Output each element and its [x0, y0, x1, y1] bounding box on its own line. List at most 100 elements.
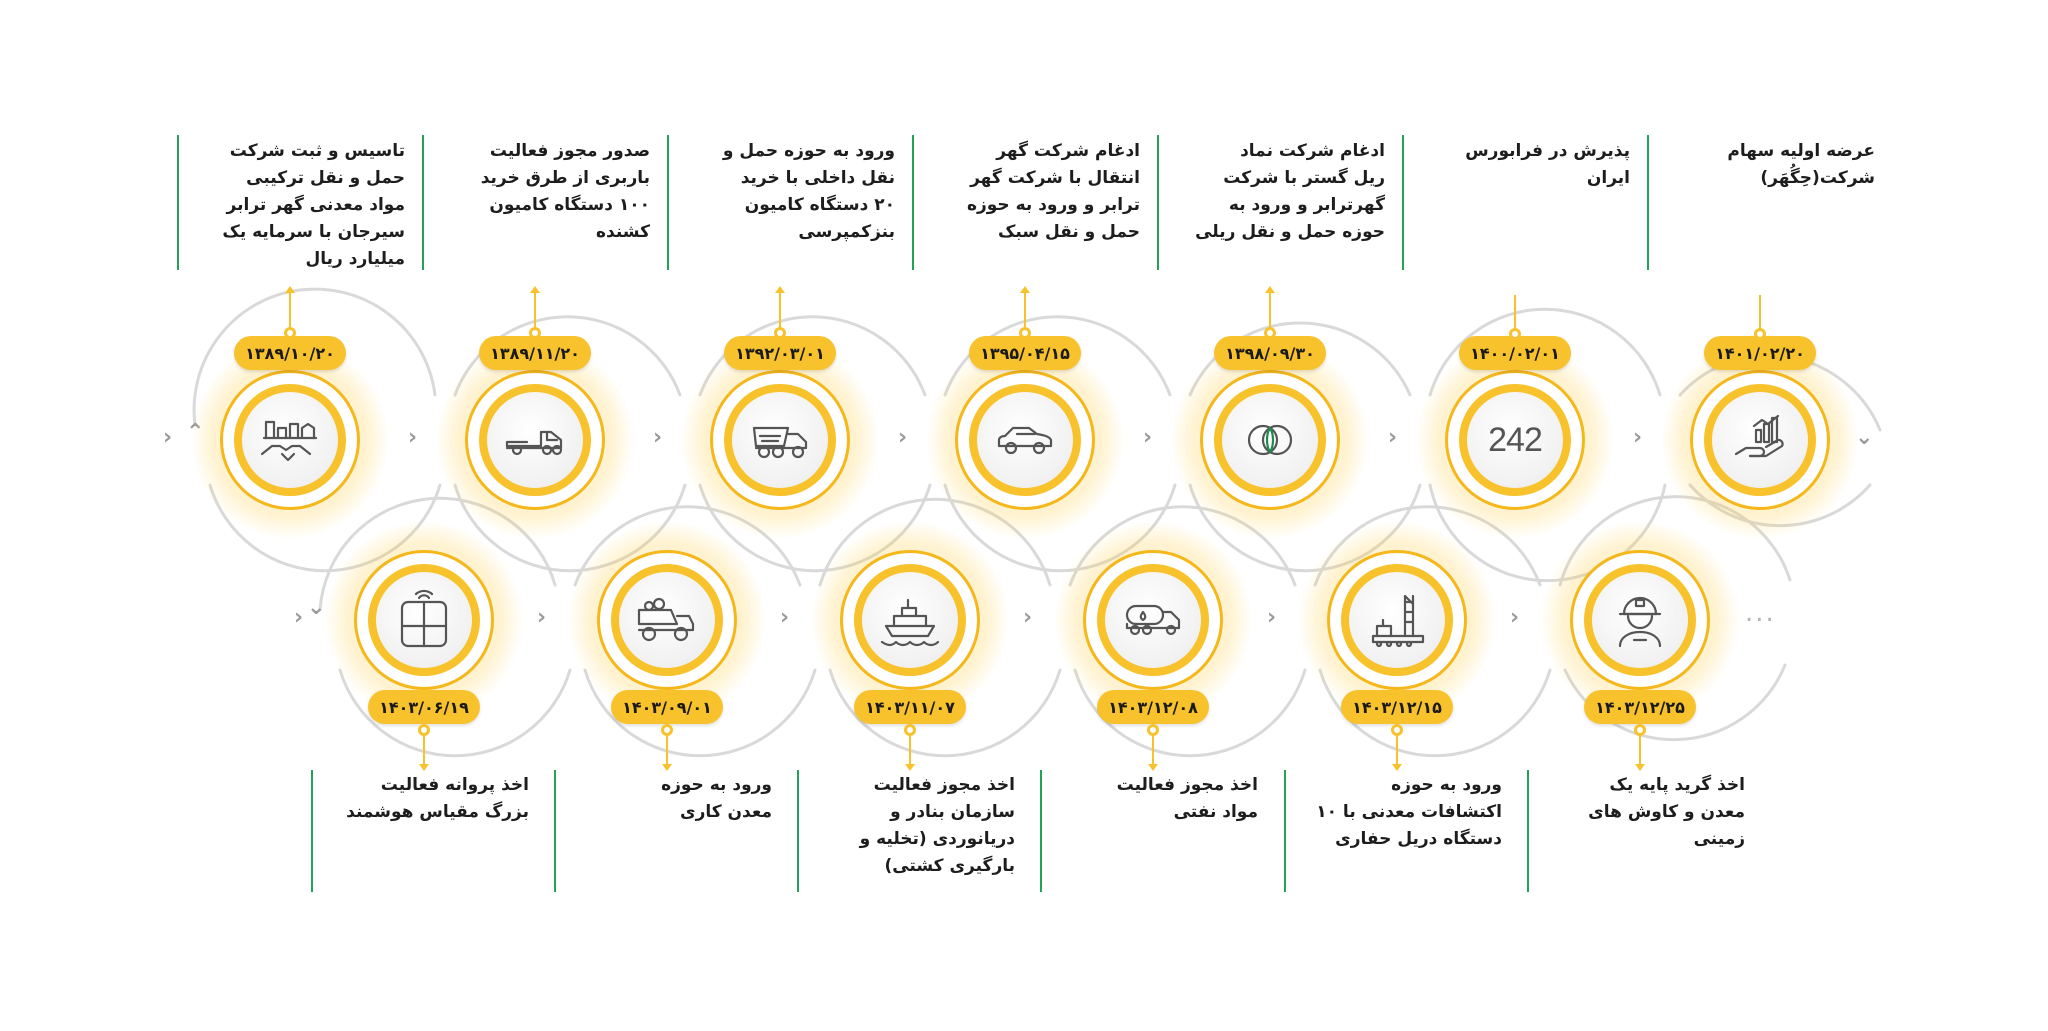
milestone-node: ۱۳۹۵/۰۴/۱۵ — [925, 336, 1125, 540]
milestone-stem — [779, 290, 781, 334]
milestone-stem-dot — [284, 327, 296, 339]
milestone-icon-disc — [234, 384, 346, 496]
arrow-up-icon — [285, 286, 295, 293]
milestone-date: ۱۳۹۵/۰۴/۱۵ — [969, 336, 1081, 370]
separator — [1157, 135, 1159, 270]
milestone-date: ۱۴۰۰/۰۲/۰۱ — [1459, 336, 1571, 370]
milestone-date: ۱۳۸۹/۱۰/۲۰ — [234, 336, 346, 370]
milestone-description: اخذ مجوز فعالیت مواد نفتی — [1116, 775, 1258, 822]
arrow-down-icon — [905, 764, 915, 771]
milestone-icon-disc — [724, 384, 836, 496]
milestone-icon-disc — [368, 564, 480, 676]
chevron-right-icon: › — [780, 605, 790, 630]
arrow-down-icon — [1635, 764, 1645, 771]
milestone-stem-dot — [661, 724, 673, 736]
separator — [667, 135, 669, 270]
milestone-icon-disc — [1584, 564, 1696, 676]
milestone-icon-disc — [1704, 384, 1816, 496]
milestone-node: 242 ۱۴۰۰/۰۲/۰۱ — [1415, 336, 1615, 540]
milestone-date: ۱۴۰۳/۱۲/۲۵ — [1584, 690, 1696, 724]
arrow-down-icon — [1148, 764, 1158, 771]
separator — [1040, 770, 1042, 892]
milestone-date: ۱۴۰۳/۰۹/۰۱ — [611, 690, 723, 724]
separator — [1527, 770, 1529, 892]
milestone-node: ۱۴۰۳/۱۲/۱۵ — [1297, 520, 1497, 724]
chevron-right-icon: › — [1510, 605, 1520, 630]
milestone-stem — [1514, 295, 1516, 333]
milestone-node: ۱۴۰۳/۱۱/۰۷ — [810, 520, 1010, 724]
miner-helmet-icon — [1608, 588, 1672, 652]
milestone-description: اخذ مجوز فعالیت سازمان بنادر و دریانوردی… — [859, 775, 1015, 876]
milestone-stem — [1024, 290, 1026, 334]
tanker-truck-icon — [1121, 588, 1185, 652]
tow-truck-icon — [503, 408, 567, 472]
milestone-node: ۱۳۹۲/۰۳/۰۱ — [680, 336, 880, 540]
milestone-stem-dot — [418, 724, 430, 736]
mining-truck-icon — [635, 588, 699, 652]
row1-start-arrow-icon: ⌄ — [1855, 425, 1874, 450]
milestone-stem — [1269, 290, 1271, 334]
separator — [422, 135, 424, 270]
milestone-stem — [1396, 736, 1398, 766]
arrow-down-icon — [662, 764, 672, 771]
separator — [797, 770, 799, 892]
milestone-stem-dot — [1634, 724, 1646, 736]
milestone-date: ۱۴۰۱/۰۲/۲۰ — [1704, 336, 1816, 370]
milestone-description: ورود به حوزه اکتشافات معدنی با ۱۰ دستگاه… — [1316, 775, 1502, 849]
row1-end-arrow-icon: ⌃ — [186, 420, 204, 445]
milestone-description: اخذ پروانه فعالیت بزرگ مقیاس هوشمند — [346, 775, 529, 822]
stock-growth-hand-icon — [1728, 408, 1792, 472]
milestone-icon-disc — [969, 384, 1081, 496]
milestone-description: صدور مجوز فعالیت باربری از طرق خرید ۱۰۰ … — [480, 141, 650, 242]
milestone-stem-dot — [774, 327, 786, 339]
milestone-stem — [666, 736, 668, 766]
chevron-right-icon: › — [1633, 425, 1643, 450]
milestone-stem-dot — [1147, 724, 1159, 736]
milestone-stem — [1759, 295, 1761, 333]
ship-icon — [878, 588, 942, 652]
arrow-up-icon — [1020, 286, 1030, 293]
more-indicator: ... — [1745, 598, 1776, 628]
car-icon — [993, 408, 1057, 472]
milestone-date: ۱۳۹۲/۰۳/۰۱ — [724, 336, 836, 370]
milestone-date: ۱۴۰۳/۱۲/۰۸ — [1097, 690, 1209, 724]
chevron-right-icon: › — [163, 425, 173, 450]
milestone-description: پذیرش در فرابورس ایران — [1465, 141, 1630, 188]
arrow-up-icon — [1265, 286, 1275, 293]
milestone-stem-dot — [1264, 327, 1276, 339]
milestone-icon-disc: 242 — [1459, 384, 1571, 496]
merge-circles-icon — [1238, 408, 1302, 472]
milestone-date: ۱۳۹۸/۰۹/۳۰ — [1214, 336, 1326, 370]
milestone-icon-disc — [1097, 564, 1209, 676]
dump-truck-icon — [748, 408, 812, 472]
milestone-date: ۱۴۰۳/۱۲/۱۵ — [1341, 690, 1453, 724]
arrow-down-icon — [1392, 764, 1402, 771]
milestone-icon-disc — [611, 564, 723, 676]
milestone-node: ۱۴۰۳/۰۹/۰۱ — [567, 520, 767, 724]
separator — [311, 770, 313, 892]
arrow-up-icon — [775, 286, 785, 293]
chevron-right-icon: › — [653, 425, 663, 450]
milestone-stem — [909, 736, 911, 766]
milestone-icon-disc — [479, 384, 591, 496]
chevron-right-icon: › — [408, 425, 418, 450]
milestone-stem — [423, 736, 425, 766]
arrow-down-icon — [419, 764, 429, 771]
separator — [177, 135, 179, 270]
milestone-stem — [534, 290, 536, 334]
milestone-node: ۱۴۰۱/۰۲/۲۰ — [1660, 336, 1860, 540]
milestone-stem-dot — [529, 327, 541, 339]
factory-handshake-icon — [258, 408, 322, 472]
milestone-node: ۱۳۸۹/۱۰/۲۰ — [190, 336, 390, 540]
milestone-node: ۱۴۰۳/۰۶/۱۹ — [324, 520, 524, 724]
milestone-node: ۱۳۹۸/۰۹/۳۰ — [1170, 336, 1370, 540]
milestone-stem — [289, 290, 291, 334]
milestone-node: ۱۴۰۳/۱۲/۲۵ — [1540, 520, 1740, 724]
chevron-right-icon: › — [1143, 425, 1153, 450]
milestone-date: ۱۴۰۳/۱۱/۰۷ — [854, 690, 966, 724]
separator — [554, 770, 556, 892]
smart-scale-icon — [392, 588, 456, 652]
milestone-date: ۱۴۰۳/۰۶/۱۹ — [368, 690, 480, 724]
